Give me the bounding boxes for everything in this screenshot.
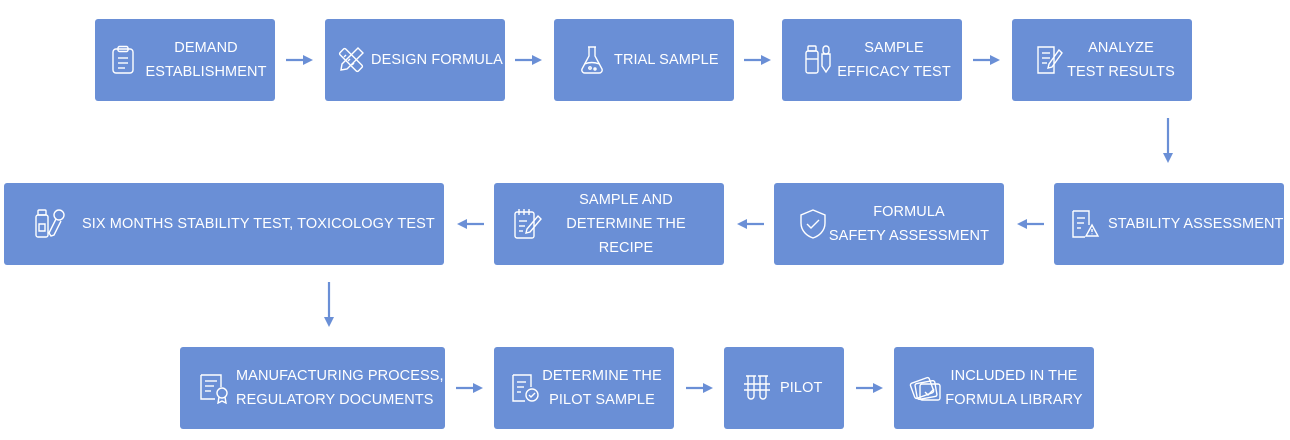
bottle-dropper-icon [804, 43, 836, 77]
step-sample-determine-recipe: SAMPLE AND DETERMINE THE RECIPE [494, 183, 724, 265]
arrow-left-icon [737, 219, 764, 229]
document-warning-icon [1070, 208, 1100, 240]
certificate-icon [198, 372, 230, 404]
arrow-right-icon [286, 55, 313, 65]
arrow-right-icon [686, 383, 713, 393]
step-label: ANALYZE TEST RESULTS [1067, 40, 1175, 80]
step-label: DETERMINE THE PILOT SAMPLE [542, 368, 662, 408]
arrow-left-icon [1017, 219, 1044, 229]
document-pen-icon [1034, 44, 1064, 76]
step-label: SIX MONTHS STABILITY TEST, TOXICOLOGY TE… [82, 216, 435, 232]
step-six-months-stability-toxicology-test: SIX MONTHS STABILITY TEST, TOXICOLOGY TE… [4, 183, 444, 265]
step-determine-pilot-sample: DETERMINE THE PILOT SAMPLE [494, 347, 674, 429]
arrow-right-icon [744, 55, 771, 65]
step-demand-establishment: DEMAND ESTABLISHMENT [95, 19, 275, 101]
step-formula-safety-assessment: FORMULA SAFETY ASSESSMENT [774, 183, 1004, 265]
arrow-right-icon [456, 383, 483, 393]
step-label: INCLUDED IN THE FORMULA LIBRARY [945, 368, 1083, 408]
ruler-pencil-icon [335, 44, 367, 76]
step-label: DESIGN FORMULA [371, 52, 503, 68]
shield-check-icon [798, 208, 828, 240]
step-label: SAMPLE AND DETERMINE THE RECIPE [566, 192, 686, 256]
step-label: MANUFACTURING PROCESS, REGULATORY DOCUME… [236, 368, 444, 408]
step-analyze-test-results: ANALYZE TEST RESULTS [1012, 19, 1192, 101]
step-trial-sample: TRIAL SAMPLE [554, 19, 734, 101]
bottle-dropper-icon [34, 207, 68, 241]
step-label: SAMPLE EFFICACY TEST [837, 40, 951, 80]
step-manufacturing-process-regulatory-documents: MANUFACTURING PROCESS, REGULATORY DOCUME… [180, 347, 445, 429]
arrow-left-icon [457, 219, 484, 229]
test-tubes-icon [742, 372, 772, 404]
clipboard-icon [109, 45, 137, 75]
step-pilot: PILOT [724, 347, 844, 429]
step-stability-assessment: STABILITY ASSESSMENT [1054, 183, 1284, 265]
arrow-down-icon [324, 282, 334, 327]
arrow-right-icon [515, 55, 542, 65]
step-label: STABILITY ASSESSMENT [1108, 216, 1284, 232]
step-label: TRIAL SAMPLE [614, 52, 719, 68]
step-label: DEMAND ESTABLISHMENT [145, 40, 267, 80]
step-label: FORMULA SAFETY ASSESSMENT [828, 204, 990, 244]
arrow-down-icon [1163, 118, 1173, 163]
step-included-in-formula-library: INCLUDED IN THE FORMULA LIBRARY [894, 347, 1094, 429]
arrow-right-icon [856, 383, 883, 393]
document-check-icon [510, 372, 540, 404]
step-design-formula: DESIGN FORMULA [325, 19, 505, 101]
step-label: PILOT [780, 380, 823, 396]
step-sample-efficacy-test: SAMPLE EFFICACY TEST [782, 19, 962, 101]
card-stack-check-icon [908, 372, 942, 404]
notepad-pen-icon [512, 207, 542, 241]
arrow-right-icon [973, 55, 1000, 65]
flask-icon [578, 44, 606, 76]
